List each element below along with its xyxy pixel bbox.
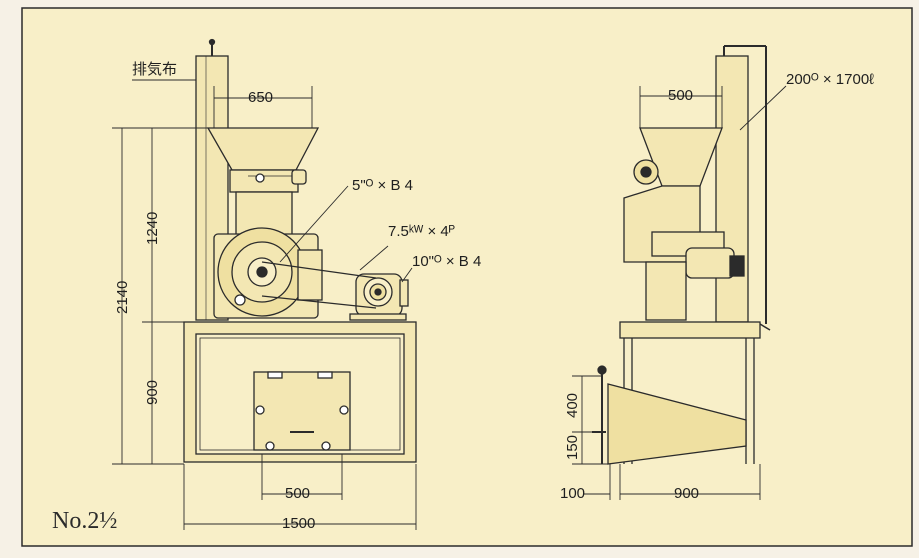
chute-height-label: 400 [564,393,581,418]
drawing-frame [21,7,913,547]
base-width-label: 1500 [282,515,315,532]
pulley-small-label: 5"ᴼ × B 4 [352,177,413,194]
side-view [592,45,771,465]
side-top-width-label: 500 [668,87,693,104]
width-top-label: 650 [248,89,273,106]
front-dimension-lines [112,79,417,530]
side-chute [607,383,747,465]
base-depth-label: 900 [674,485,699,502]
foot-height-label: 150 [564,435,581,460]
side-dimension-lines [572,85,787,500]
front-view [183,38,417,463]
pulley-large-label: 10"ᴼ × B 4 [412,253,481,270]
duct-spec-label: 200ᴼ × 1700ℓ [786,71,874,88]
side-table-top [619,321,761,339]
offset-label: 100 [560,485,585,502]
exhaust-label: 排気布 [132,61,177,78]
base-cabinet [253,371,351,451]
side-duct [715,55,749,323]
upper-height-label: 1240 [144,212,161,245]
total-height-label: 2140 [114,281,131,314]
motor-rating-label: 7.5ᵏᵂ × 4ᴾ [388,223,455,240]
base-inner-width-label: 500 [285,485,310,502]
lower-height-label: 900 [144,380,161,405]
model-label: No.2½ [52,508,117,534]
